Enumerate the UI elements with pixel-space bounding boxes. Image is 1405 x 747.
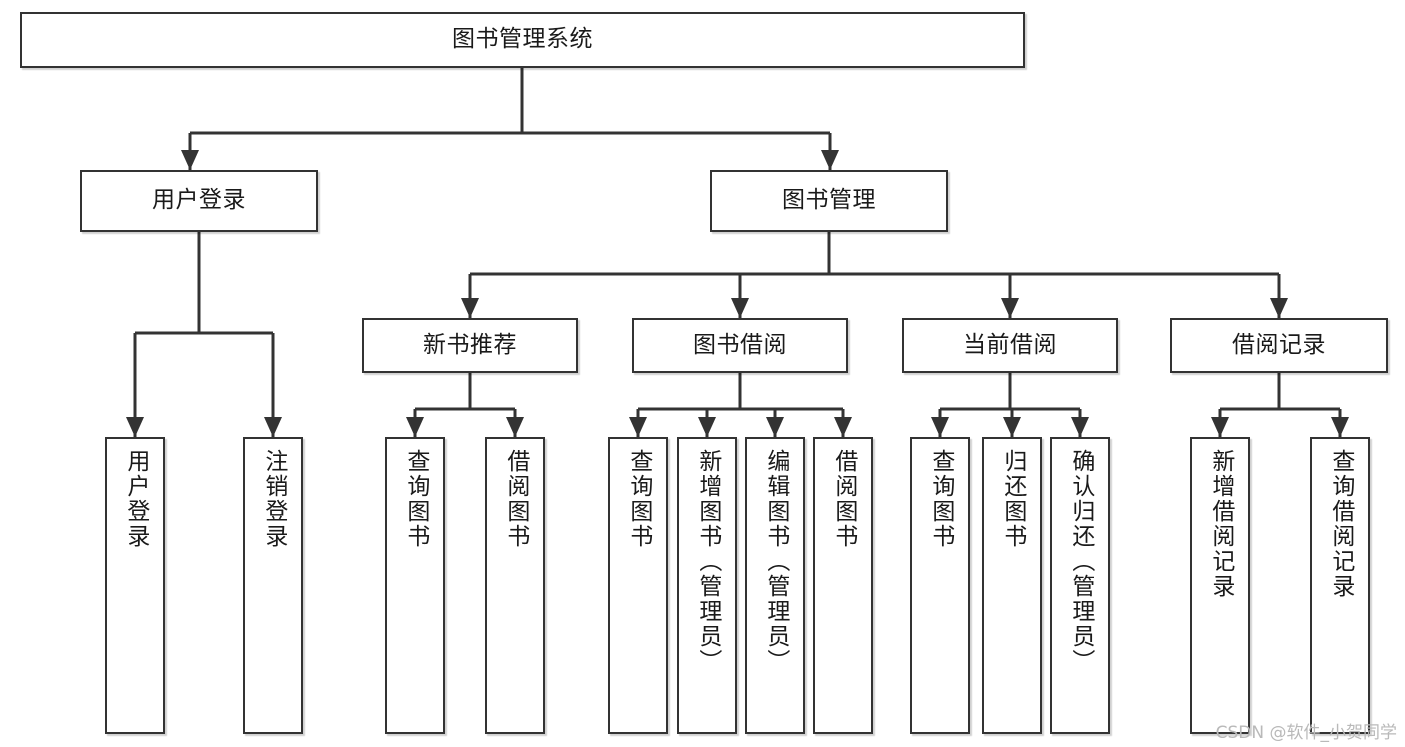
node-label: 编辑图书（管理员） <box>762 449 789 674</box>
node-book-manage[interactable]: 图书管理 <box>710 170 948 232</box>
node-new-book-rec[interactable]: 新书推荐 <box>362 318 578 373</box>
node-label: 借阅图书 <box>830 449 857 549</box>
node-current-borrow[interactable]: 当前借阅 <box>902 318 1118 373</box>
node-label: 查询图书 <box>625 449 652 549</box>
node-leaf-edit-book[interactable]: 编辑图书（管理员） <box>745 437 805 734</box>
node-leaf-query-book[interactable]: 查询图书 <box>608 437 668 734</box>
arrowhead-icon <box>406 417 424 437</box>
node-user-login[interactable]: 用户登录 <box>80 170 318 232</box>
arrowhead-icon <box>821 150 839 170</box>
arrowhead-icon <box>461 298 479 318</box>
node-leaf-borrow-book[interactable]: 借阅图书 <box>813 437 873 734</box>
arrowhead-icon <box>181 150 199 170</box>
node-leaf-user-logout[interactable]: 注销登录 <box>243 437 303 734</box>
csdn-watermark: CSDN @软件_小贺同学 <box>1215 723 1397 743</box>
arrowhead-icon <box>1331 417 1349 437</box>
node-book-borrow[interactable]: 图书借阅 <box>632 318 848 373</box>
node-label: 新增借阅记录 <box>1207 449 1234 599</box>
node-label: 用户登录 <box>122 449 149 549</box>
node-borrow-record[interactable]: 借阅记录 <box>1170 318 1388 373</box>
node-label: 图书管理 <box>782 187 876 214</box>
node-leaf-query-book-rec[interactable]: 查询图书 <box>385 437 445 734</box>
arrowhead-icon <box>629 417 647 437</box>
node-label: 当前借阅 <box>963 331 1057 358</box>
arrowhead-icon <box>1270 298 1288 318</box>
node-leaf-query-book-cur[interactable]: 查询图书 <box>910 437 970 734</box>
node-label: 查询借阅记录 <box>1327 449 1354 599</box>
node-label: 用户登录 <box>152 187 246 214</box>
node-label: 借阅图书 <box>502 449 529 549</box>
node-label: 新增图书（管理员） <box>694 449 721 674</box>
arrowhead-icon <box>126 417 144 437</box>
arrowhead-icon <box>1211 417 1229 437</box>
node-label: 图书借阅 <box>693 331 787 358</box>
arrowhead-icon <box>766 417 784 437</box>
node-leaf-add-book[interactable]: 新增图书（管理员） <box>677 437 737 734</box>
arrowhead-icon <box>1071 417 1089 437</box>
node-label: 确认归还（管理员） <box>1067 449 1094 674</box>
node-label: 图书管理系统 <box>452 26 593 53</box>
arrowhead-icon <box>506 417 524 437</box>
node-leaf-query-record[interactable]: 查询借阅记录 <box>1310 437 1370 734</box>
arrowhead-icon <box>698 417 716 437</box>
node-label: 注销登录 <box>260 449 287 549</box>
node-leaf-confirm-return[interactable]: 确认归还（管理员） <box>1050 437 1110 734</box>
arrowhead-icon <box>1003 417 1021 437</box>
arrowhead-icon <box>931 417 949 437</box>
node-leaf-user-login[interactable]: 用户登录 <box>105 437 165 734</box>
node-label: 查询图书 <box>927 449 954 549</box>
node-label: 新书推荐 <box>423 331 517 358</box>
arrowhead-icon <box>731 298 749 318</box>
node-leaf-borrow-book-rec[interactable]: 借阅图书 <box>485 437 545 734</box>
node-label: 借阅记录 <box>1232 331 1326 358</box>
arrowhead-icon <box>264 417 282 437</box>
node-label: 归还图书 <box>999 449 1026 549</box>
node-leaf-add-record[interactable]: 新增借阅记录 <box>1190 437 1250 734</box>
node-label: 查询图书 <box>402 449 429 549</box>
arrowhead-icon <box>834 417 852 437</box>
node-leaf-return-book[interactable]: 归还图书 <box>982 437 1042 734</box>
node-root-book-management-system[interactable]: 图书管理系统 <box>20 12 1025 68</box>
arrowhead-icon <box>1001 298 1019 318</box>
